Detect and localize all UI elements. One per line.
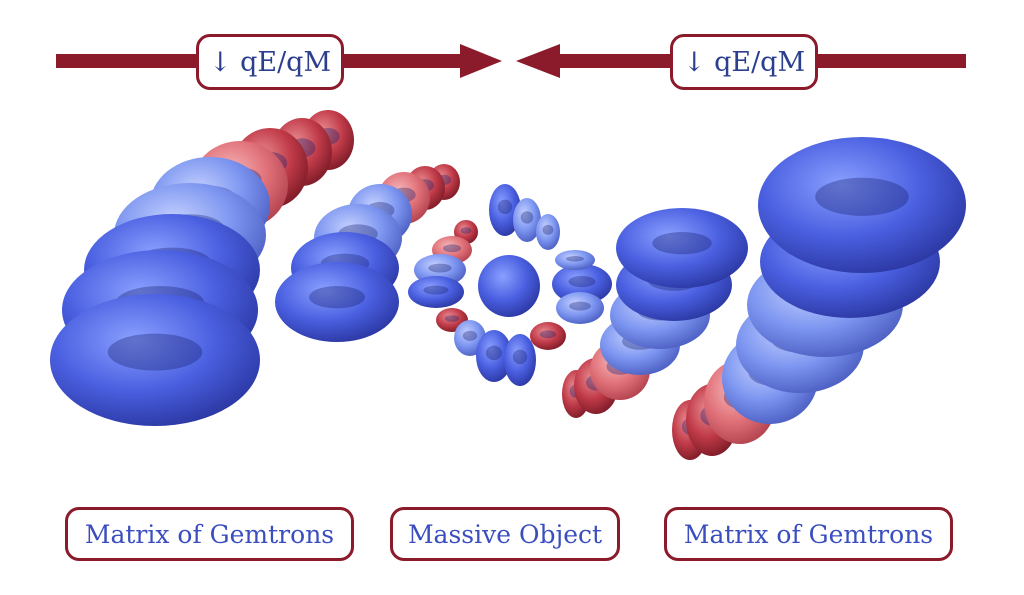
- torus-ring: [513, 198, 541, 242]
- torus-right-small: [616, 208, 748, 288]
- force-label-right-text: ↓ qE/qM: [682, 46, 806, 78]
- label-right-text: Matrix of Gemtrons: [683, 519, 934, 549]
- torus-ring: [536, 214, 560, 250]
- left-arrow-icon: [56, 44, 966, 78]
- torus-ring: [552, 264, 612, 304]
- torus-ring: [489, 184, 521, 236]
- torus-ring: [408, 276, 464, 308]
- label-center-text: Massive Object: [407, 519, 603, 549]
- torus-right-big: [758, 137, 966, 273]
- torus-ring: [556, 292, 604, 324]
- force-label-right: ↓ qE/qM: [670, 34, 818, 90]
- right-arrow-icon: [516, 44, 560, 78]
- torus-stack-icon: [50, 110, 966, 460]
- force-label-left-text: ↓ qE/qM: [208, 46, 332, 78]
- label-left-text: Matrix of Gemtrons: [84, 519, 335, 549]
- torus-left-small: [275, 262, 399, 342]
- torus-ring: [530, 322, 566, 350]
- label-left-matrix: Matrix of Gemtrons: [65, 507, 354, 561]
- label-center-object: Massive Object: [390, 507, 620, 561]
- torus-ring: [555, 250, 595, 270]
- torus-ring: [504, 334, 536, 386]
- force-label-left: ↓ qE/qM: [196, 34, 344, 90]
- torus-ring: [476, 330, 512, 382]
- massive-object-sphere: [478, 255, 540, 317]
- label-right-matrix: Matrix of Gemtrons: [664, 507, 953, 561]
- gemtron-scene: [50, 110, 966, 460]
- sphere-icon: [478, 255, 540, 317]
- torus-left-big: [50, 294, 260, 426]
